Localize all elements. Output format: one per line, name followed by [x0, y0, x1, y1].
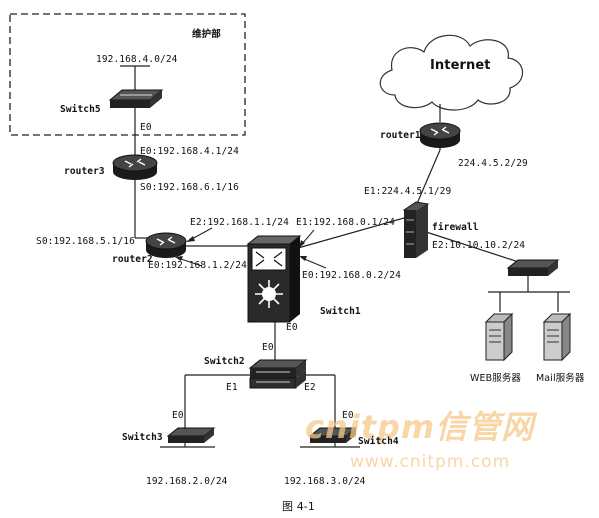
- router2-s0-label: S0:192.168.5.1/16: [36, 236, 135, 247]
- switch2-e2-label: E2: [304, 382, 316, 393]
- router1-address-label: 224.4.5.2/29: [458, 158, 528, 169]
- switch3-label: Switch3: [122, 432, 163, 443]
- switch3-icon: [166, 427, 216, 443]
- network-label-192-168-3-0: 192.168.3.0/24: [284, 476, 366, 487]
- router3-s0-label: S0:192.168.6.1/16: [140, 182, 239, 193]
- router1-icon: [419, 122, 461, 148]
- switch2-icon: [248, 359, 308, 389]
- switch4-e0-label: E0: [342, 410, 354, 421]
- router3-e0-label: E0:192.168.4.1/24: [140, 146, 239, 157]
- switch4-icon: [308, 427, 358, 443]
- switch4-label: Switch4: [358, 436, 399, 447]
- firewall-label: firewall: [432, 222, 479, 233]
- maintenance-dept-label: 维护部: [192, 29, 221, 40]
- switch1-e0-label: E0: [286, 322, 298, 333]
- switch2-label: Switch2: [204, 356, 245, 367]
- internet-label: Internet: [430, 58, 491, 73]
- firewall-e1-label: E1:224.4.5.1/29: [364, 186, 452, 197]
- watermark-url: www.cnitpm.com: [350, 452, 511, 472]
- router3-icon: [112, 154, 158, 180]
- mail-server-label: Mail服务器: [536, 373, 585, 384]
- internet-cloud: [379, 34, 524, 111]
- router3-label: router3: [64, 166, 105, 177]
- switch1-icon: [246, 235, 302, 323]
- web-server-label: WEB服务器: [470, 373, 522, 384]
- router2-icon: [145, 232, 187, 258]
- router2-e2-label: E2:192.168.1.1/24: [190, 217, 289, 228]
- switch5-icon: [108, 89, 164, 108]
- web-server-icon: [484, 312, 514, 362]
- switch1-label: Switch1: [320, 306, 361, 317]
- router2-e0-label: E0:192.168.1.2/24: [148, 260, 247, 271]
- network-label-192-168-4-0: 192.168.4.0/24: [96, 54, 178, 65]
- switch1-e1-label: E1:192.168.0.1/24: [296, 217, 395, 228]
- switch2-e0-label: E0: [262, 342, 274, 353]
- router2-label: router2: [112, 254, 153, 265]
- switch5-e0-label: E0: [140, 122, 152, 133]
- switch5-label: Switch5: [60, 104, 101, 115]
- figure-caption: 图 4-1: [282, 500, 315, 513]
- mail-server-icon: [542, 312, 572, 362]
- firewall-e0-label: E0:192.168.0.2/24: [302, 270, 401, 281]
- router1-label: router1: [380, 130, 421, 141]
- switch2-e1-label: E1: [226, 382, 238, 393]
- switch3-e0-label: E0: [172, 410, 184, 421]
- server-switch-icon: [506, 259, 560, 276]
- firewall-e2-label: E2:10.10.10.2/24: [432, 240, 526, 251]
- maintenance-dept-boundary: [9, 13, 246, 136]
- network-label-192-168-2-0: 192.168.2.0/24: [146, 476, 228, 487]
- firewall-icon: [402, 201, 430, 258]
- watermark-brand: cnitpm信管网: [305, 408, 535, 446]
